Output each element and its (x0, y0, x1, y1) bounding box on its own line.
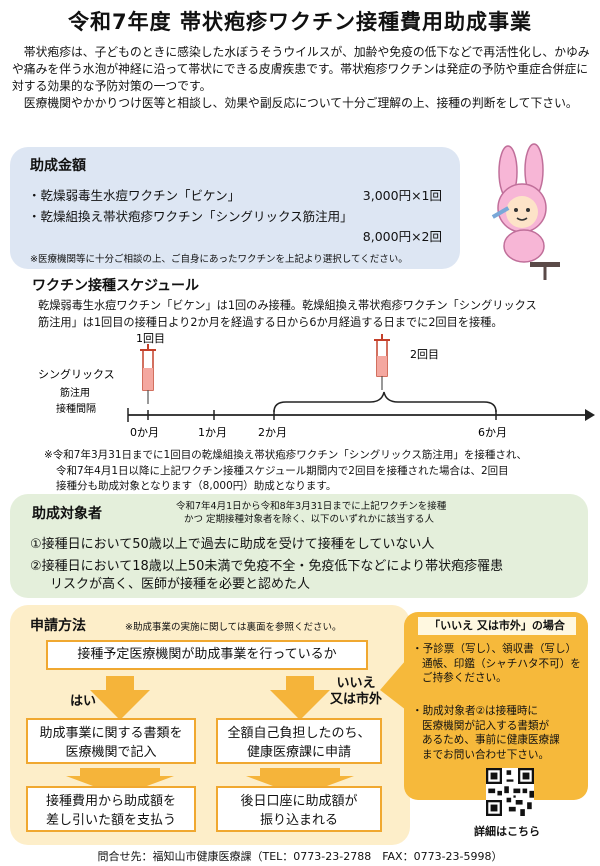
target-section (10, 494, 588, 598)
syringe-icon-dose-1 (140, 344, 156, 404)
target-item-1: ①接種日において50歳以上で過去に助成を受けて接種をしていない人 (30, 537, 435, 552)
amount-section (10, 147, 460, 269)
side-item-1-line-1: ・予診票（写し）、領収書（写し） (412, 643, 577, 655)
intro-text: 帯状疱疹は、子どものときに感染した水ぼうそうウイルスが、加齢や免疫の低下などで再… (12, 44, 590, 112)
flow-arrows (66, 676, 354, 796)
no-step-1-line-1: 全額自己負担したのち、 (227, 726, 371, 741)
schedule-description: 乾燥弱毒生水痘ワクチン「ビケン」は1回のみ接種。乾燥組換え帯状疱疹ワクチン「シン… (38, 297, 586, 331)
target-note-line-2: かつ 定期接種対象者を除く、以下のいずれかに該当する人 (184, 514, 435, 525)
amount-row-price-2: 8,000円×2回 (362, 229, 442, 244)
qr-code-icon[interactable] (486, 768, 534, 816)
timeline-label-3: 接種間隔 (56, 402, 96, 415)
side-item-1-line-2: 通帳、印鑑（シャチハタ不可）を (422, 657, 581, 670)
target-note: 令和7年4月1日から令和8年3月31日までに上記ワクチンを接種 かつ 定期接種対… (176, 500, 446, 526)
no-case-info-title: 「いいえ 又は市外」の場合 (418, 617, 576, 635)
amount-heading: 助成金額 (30, 158, 86, 174)
no-case-info-item-2: ・助成対象者②は接種時に 医療機関が記入する書類が あるため、事前に健康医療課 … (412, 704, 584, 762)
yes-step-2-box: 接種費用から助成額を 差し引いた額を支払う (26, 786, 196, 832)
timeline-label-1: シングリックス (38, 367, 115, 381)
application-heading: 申請方法 (30, 618, 86, 634)
intro-paragraph-2: 医療機関やかかりつけ医等と相談し、効果や副反応について十分ご理解の上、接種の判断… (23, 96, 578, 110)
no-step-1-box: 全額自己負担したのち、 健康医療課に申請 (216, 718, 382, 764)
no-case-info-item-1: ・予診票（写し）、領収書（写し） 通帳、印鑑（シャチハタ不可）を ご持参ください… (412, 642, 584, 686)
schedule-desc-line-1: 乾燥弱毒生水痘ワクチン「ビケン」は1回のみ接種。乾燥組換え帯状疱疹ワクチン「シン… (38, 299, 537, 312)
side-item-2-line-4: までお問い合わせ下さい。 (422, 748, 550, 761)
yes-arrow-down-icon (90, 676, 150, 720)
dose-1-label: 1回目 (136, 332, 165, 345)
amount-row-price-1: 3,000円×1回 (362, 188, 442, 203)
interval-brace (273, 391, 497, 413)
side-item-2-line-2: 医療機関が記入する書類が (422, 719, 550, 732)
answer-yes: はい (70, 694, 97, 709)
schedule-timeline-diagram: シングリックス 筋注用 接種間隔 0か月 1か月 2か月 6か月 1回目 2回目 (38, 332, 595, 439)
timeline-label-2: 筋注用 (60, 386, 90, 399)
tick-3: 6か月 (478, 426, 507, 439)
side-item-2-line-1: ・助成対象者②は接種時に (412, 705, 539, 717)
yes-step-1-line-2: 医療機関で記入 (65, 745, 157, 760)
target-item-2-cont: リスクが高く、医師が接種を必要と認めた人 (50, 577, 311, 592)
no-step-2-line-1: 後日口座に助成額が (240, 794, 358, 809)
dose-2-label: 2回目 (410, 348, 439, 361)
target-note-line-1: 令和7年4月1日から令和8年3月31日までに上記ワクチンを接種 (176, 501, 447, 512)
rabbit-mascot-illustration (491, 143, 560, 280)
yes-step-1-line-1: 助成事業に関する書類を (39, 726, 183, 741)
answer-no-line-2: 又は市外 (330, 692, 383, 707)
tick-0: 0か月 (130, 426, 159, 439)
target-item-2: ②接種日において18歳以上50未満で免疫不全・免疫低下などにより帯状疱疹罹患 (30, 559, 504, 574)
intro-paragraph-1: 帯状疱疹は、子どものときに感染した水ぼうそうウイルスが、加齢や免疫の低下などで再… (12, 45, 590, 93)
amount-row-label-2: ・乾燥組換え帯状疱疹ワクチン「シングリックス筋注用」 (28, 209, 353, 224)
tick-2: 2か月 (258, 426, 287, 439)
amount-row-label-1: ・乾燥弱毒生水痘ワクチン「ビケン」 (28, 188, 241, 203)
no-step-arrow-icon (246, 768, 354, 796)
contact-footer: 問合せ先：福知山市健康医療課（TEL：0773-23-2788 FAX：0773… (97, 850, 503, 863)
schedule-note-line-2: 令和7年4月1日以降に上記ワクチン接種スケジュール期間内で2回目を接種された場合… (56, 464, 509, 477)
no-arrow-down-icon (270, 676, 330, 720)
schedule-note-line-3: 接種分も助成対象となります（8,000円）助成となります。 (56, 480, 337, 492)
yes-step-2-line-2: 差し引いた額を支払う (45, 813, 176, 828)
syringe-icon-dose-2 (374, 334, 390, 390)
callout-pointer (380, 660, 406, 710)
no-step-2-box: 後日口座に助成額が 振り込まれる (216, 786, 382, 832)
schedule-note: ※令和7年3月31日までに1回目の乾燥組換え帯状疱疹ワクチン「シングリックス筋注… (44, 448, 592, 495)
no-step-2-line-2: 振り込まれる (259, 813, 338, 828)
yes-step-2-line-1: 接種費用から助成額を (45, 794, 176, 809)
question-box: 接種予定医療機関が助成事業を行っているか (46, 640, 368, 670)
schedule-desc-line-2: 筋注用」は1回目の接種日より2か月を経過する日から6か月経過する日までに2回目を… (38, 316, 503, 329)
side-item-1-line-3: ご持参ください。 (422, 672, 507, 684)
target-heading: 助成対象者 (32, 506, 102, 522)
schedule-note-line-1: ※令和7年3月31日までに1回目の乾燥組換え帯状疱疹ワクチン「シングリックス筋注… (44, 449, 527, 461)
answer-no: いいえ 又は市外 (330, 676, 382, 708)
application-note: ※助成事業の実施に関しては裏面を参照ください。 (125, 622, 342, 633)
tick-1: 1か月 (198, 426, 227, 439)
yes-step-1-box: 助成事業に関する書類を 医療機関で記入 (26, 718, 196, 764)
side-item-2-line-3: あるため、事前に健康医療課 (422, 734, 560, 746)
answer-no-line-1: いいえ (336, 676, 376, 691)
no-step-1-line-2: 健康医療課に申請 (246, 745, 351, 760)
schedule-heading: ワクチン接種スケジュール (32, 278, 200, 294)
qr-details-label[interactable]: 詳細はこちら (474, 825, 540, 838)
yes-step-arrow-icon (66, 768, 174, 796)
page-title: 令和7年度 帯状疱疹ワクチン接種費用助成事業 (68, 10, 532, 34)
amount-note: ※医療機関等に十分ご相談の上、ご自身にあったワクチンを上記より選択してください。 (30, 254, 408, 265)
